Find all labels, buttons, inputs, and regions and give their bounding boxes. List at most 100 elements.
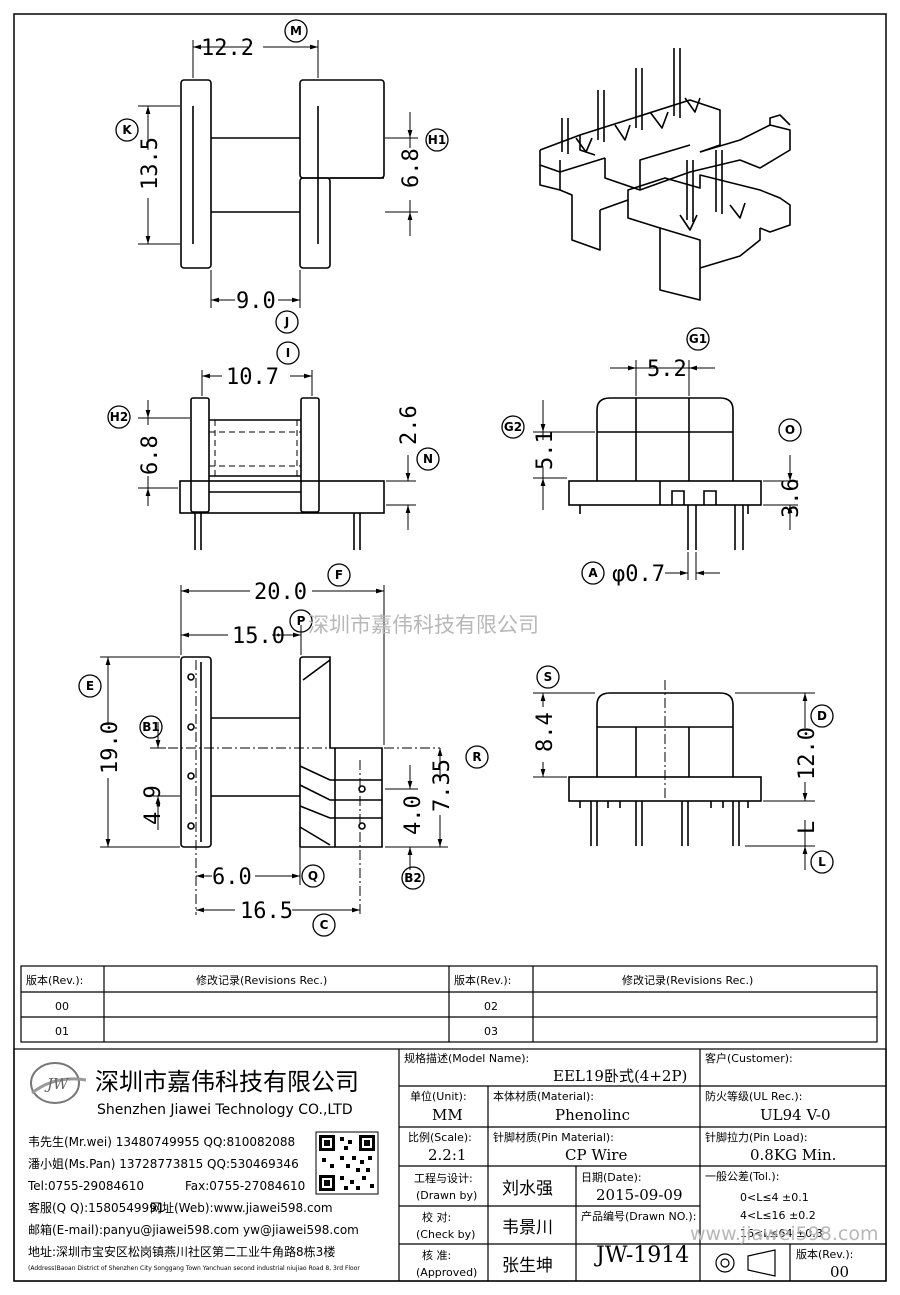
scale-label: 比例(Scale): xyxy=(408,1130,472,1144)
contact-pan: 潘小姐(Ms.Pan) 13728773815 QQ:530469346 xyxy=(28,1157,299,1171)
company-name-en: Shenzhen Jiawei Technology CO.,LTD xyxy=(97,1102,353,1118)
callouts xyxy=(78,19,834,937)
dim-bottom-e: 19.0 xyxy=(98,721,123,774)
side-view-dims xyxy=(138,370,416,530)
approved-label-en: (Approved) xyxy=(416,1266,477,1279)
dim-top-h1: 6.8 xyxy=(399,148,424,188)
contact-web: 网址(Web):www.jiawei598.com xyxy=(150,1201,333,1215)
drawing-number-label: 产品编号(Drawn NO.): xyxy=(581,1209,696,1223)
bottom-view-centerlines xyxy=(168,660,440,915)
company-name-cn: 深圳市嘉伟科技有限公司 xyxy=(95,1068,359,1096)
address-cn: 地址:深圳市宝安区松岗镇燕川社区第二工业牛角路8栋3楼 xyxy=(28,1244,335,1259)
callout-Q: Q xyxy=(308,869,318,883)
drawn-label: 工程与设计: xyxy=(414,1172,473,1185)
rev-03: 03 xyxy=(484,1025,498,1038)
projection-symbol xyxy=(715,1249,776,1277)
dim-bottom-c: 16.5 xyxy=(240,899,293,924)
scale-value: 2.2:1 xyxy=(428,1146,466,1164)
dim-bottom-q: 6.0 xyxy=(212,865,252,890)
callout-R: R xyxy=(472,750,481,764)
unit-value: MM xyxy=(432,1106,463,1124)
approved-label: 核 准: xyxy=(422,1248,451,1262)
side-view xyxy=(179,397,385,550)
rev-header-left: 版本(Rev.): xyxy=(26,973,83,987)
front-view xyxy=(568,397,762,550)
rev-01: 01 xyxy=(55,1025,69,1038)
drawn-value: 刘水强 xyxy=(502,1179,553,1199)
rev-value: 00 xyxy=(830,1263,849,1281)
title-block-grid xyxy=(13,1048,887,1282)
right-view xyxy=(568,692,762,846)
callout-P: P xyxy=(297,614,306,628)
tolerance-label: 一般公差(Tol.): xyxy=(705,1169,779,1183)
callout-G2: G2 xyxy=(504,420,522,434)
top-view-dims xyxy=(138,40,418,308)
callout-E: E xyxy=(86,679,94,693)
dim-front-o: 3.6 xyxy=(779,478,804,518)
contact-tel: Tel:0755-29084610 xyxy=(27,1179,144,1193)
material-label: 本体材质(Material): xyxy=(493,1089,594,1103)
rev-02: 02 xyxy=(484,1000,498,1013)
rev-00: 00 xyxy=(55,1000,69,1013)
check-value: 韦景川 xyxy=(502,1218,553,1238)
url-watermark: www.jiawei598.com xyxy=(690,1223,879,1245)
pin-material-label: 针脚材质(Pin Material): xyxy=(493,1130,614,1144)
dim-bottom-b1: 4.9 xyxy=(141,785,166,825)
pin-load-value: 0.8KG Min. xyxy=(750,1146,836,1164)
dim-right-s: 8.4 xyxy=(533,712,558,752)
dim-bottom-f: 20.0 xyxy=(254,580,307,605)
rev-label: 版本(Rev.): xyxy=(796,1247,853,1261)
bottom-view xyxy=(180,656,383,848)
dim-bottom-p: 15.0 xyxy=(232,624,285,649)
callout-L: L xyxy=(818,855,826,869)
front-view-dims xyxy=(533,360,798,580)
callout-H1: H1 xyxy=(428,133,446,147)
tolerance-row-2: 4<L≤16 ±0.2 xyxy=(740,1209,816,1222)
contact-fax: Fax:0755-27084610 xyxy=(185,1179,305,1193)
callout-S: S xyxy=(544,670,553,684)
callout-B2: B2 xyxy=(404,871,422,885)
dim-top-height: 13.5 xyxy=(138,137,163,190)
contact-email: 邮箱(E-mail):panyu@jiawei598.com yw@jiawei… xyxy=(28,1222,359,1237)
callout-G1: G1 xyxy=(689,332,707,346)
pin-load-label: 针脚拉力(Pin Load): xyxy=(705,1130,808,1144)
callout-D: D xyxy=(817,709,827,723)
callout-N: N xyxy=(423,452,433,466)
callout-F: F xyxy=(335,568,343,582)
dim-right-l: L xyxy=(795,821,820,834)
company-logo: JW xyxy=(30,1062,87,1104)
unit-label: 单位(Unit): xyxy=(410,1089,467,1103)
customer-label: 客户(Customer): xyxy=(705,1051,793,1065)
address-en: (Address)Baoan District of Shenzhen City… xyxy=(28,1265,360,1272)
rec-header-left: 修改记录(Revisions Rec.) xyxy=(196,973,327,987)
check-label-en: (Check by) xyxy=(416,1228,475,1241)
bottom-view-dims xyxy=(100,585,448,913)
approved-value: 张生坤 xyxy=(502,1256,553,1276)
tolerance-row-3: 16<L≤64 ±0.3 xyxy=(740,1227,823,1240)
drawn-label-en: (Drawn by) xyxy=(416,1189,477,1202)
dim-top-width: 12.2 xyxy=(201,36,254,61)
tolerance-row-1: 0<L≤4 ±0.1 xyxy=(740,1191,809,1204)
contact-wei: 韦先生(Mr.wei) 13480749955 QQ:810082088 xyxy=(28,1135,295,1149)
ul-label: 防火等级(UL Rec.): xyxy=(705,1089,802,1103)
pin-material-value: CP Wire xyxy=(565,1146,627,1164)
isometric-view xyxy=(539,48,791,301)
right-view-dims xyxy=(533,692,815,870)
model-label: 规格描述(Model Name): xyxy=(404,1051,529,1065)
rev-header-right: 版本(Rev.): xyxy=(454,973,511,987)
dim-pin-dia: φ0.7 xyxy=(612,562,665,587)
date-value: 2015-09-09 xyxy=(596,1186,682,1204)
dim-front-g2: 5.1 xyxy=(533,430,558,470)
callout-J: J xyxy=(284,315,289,329)
top-view xyxy=(180,79,385,269)
dim-side-width: 10.7 xyxy=(226,365,279,390)
callout-O: O xyxy=(785,423,795,437)
watermark: 深圳市嘉伟科技有限公司 xyxy=(308,613,539,637)
qr-code xyxy=(315,1131,379,1195)
dim-side-n: 2.6 xyxy=(397,405,422,445)
rec-header-right: 修改记录(Revisions Rec.) xyxy=(622,973,753,987)
dim-bottom-r: 7.35 xyxy=(430,759,455,812)
contact-qq: 客服(Q Q):1580549991 xyxy=(28,1200,164,1215)
material-value: Phenolinc xyxy=(555,1106,630,1124)
